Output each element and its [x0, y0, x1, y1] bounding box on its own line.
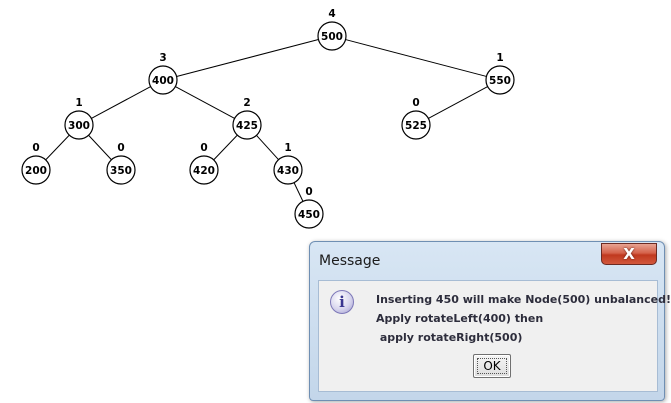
tree-node-key: 430	[277, 165, 299, 177]
tree-node-key: 550	[489, 75, 511, 87]
tree-node-key: 300	[68, 120, 90, 132]
tree-node-circle	[273, 155, 303, 185]
tree-node-height: 0	[117, 142, 124, 154]
tree-edge	[91, 86, 151, 119]
tree-edge	[88, 134, 112, 161]
tree-edge	[45, 134, 70, 161]
tree-edge	[176, 39, 319, 77]
tree-node-key: 420	[193, 165, 215, 177]
tree-node-circle	[485, 65, 515, 95]
message-line-1: Inserting 450 will make Node(500) unbala…	[376, 293, 671, 306]
message-line-3: apply rotateRight(500)	[376, 331, 523, 344]
dialog-title: Message	[319, 253, 381, 269]
dialog-content: i Inserting 450 will make Node(500) unba…	[318, 280, 671, 392]
ok-button-label: OK	[483, 359, 501, 373]
message-dialog: Message X i Inserting 450 will make Node…	[309, 241, 671, 401]
dialog-titlebar[interactable]: Message X	[310, 242, 664, 280]
tree-node-height: 4	[328, 8, 335, 20]
tree-node-430: 430 1	[273, 142, 303, 185]
tree-edge	[213, 134, 238, 161]
tree-node-height: 0	[32, 142, 39, 154]
tree-node-height: 1	[284, 142, 291, 154]
tree-node-circle	[317, 21, 347, 51]
tree-node-height: 0	[412, 97, 419, 109]
tree-node-key: 425	[236, 120, 258, 132]
close-button[interactable]: X	[601, 243, 657, 265]
tree-node-key: 450	[298, 209, 320, 221]
tree-node-circle	[401, 110, 431, 140]
tree-node-500: 500 4	[317, 8, 347, 51]
tree-node-circle	[294, 199, 324, 229]
tree-node-circle	[21, 155, 51, 185]
tree-edge	[256, 135, 279, 160]
tree-node-circle	[232, 110, 262, 140]
tree-node-key: 525	[405, 120, 427, 132]
tree-node-height: 2	[243, 97, 250, 109]
tree-node-key: 200	[25, 165, 47, 177]
tree-node-550: 550 1	[485, 52, 515, 95]
tree-edge	[428, 86, 488, 119]
message-line-2: Apply rotateLeft(400) then	[376, 312, 544, 325]
tree-node-400: 400 3	[148, 52, 178, 95]
tree-edge	[345, 39, 487, 77]
ok-button[interactable]: OK	[473, 354, 511, 378]
tree-node-450: 450 0	[294, 186, 324, 229]
tree-node-key: 350	[110, 165, 132, 177]
tree-node-height: 0	[200, 142, 207, 154]
tree-edge	[293, 182, 304, 202]
tree-node-height: 0	[305, 186, 312, 198]
tree-node-525: 525 0	[401, 97, 431, 140]
tree-node-420: 420 0	[189, 142, 219, 185]
tree-node-key: 400	[152, 75, 174, 87]
tree-node-height: 1	[75, 97, 82, 109]
tree-node-circle	[189, 155, 219, 185]
tree-node-height: 3	[159, 52, 166, 64]
tree-edge	[175, 86, 235, 119]
tree-node-350: 350 0	[106, 142, 136, 185]
tree-node-key: 500	[321, 31, 343, 43]
close-icon: X	[623, 245, 635, 263]
tree-node-height: 1	[496, 52, 503, 64]
tree-node-425: 425 2	[232, 97, 262, 140]
tree-node-circle	[106, 155, 136, 185]
tree-node-circle	[148, 65, 178, 95]
tree-node-circle	[64, 110, 94, 140]
info-icon: i	[330, 290, 354, 314]
tree-node-300: 300 1	[64, 97, 94, 140]
